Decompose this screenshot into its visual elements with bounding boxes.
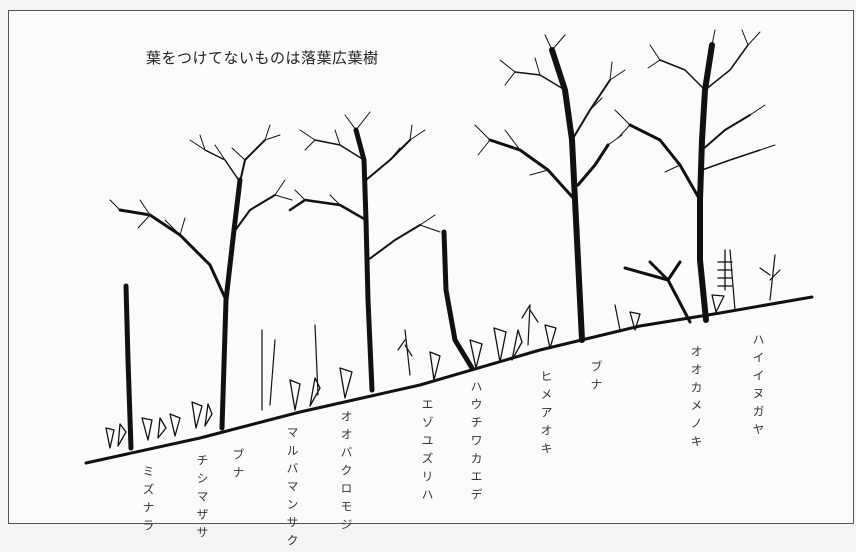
- tree-2: [288, 111, 441, 393]
- label-haiinugaya: ハイイヌガヤ: [751, 333, 765, 441]
- sasa-clumps: [105, 294, 725, 449]
- tree-1: [109, 124, 293, 431]
- diagram-title: 葉をつけてないものは落葉広葉樹: [146, 49, 379, 67]
- label-chishimazasa: チシマザサ: [195, 454, 209, 544]
- ezoyuzuriha-trunk: [441, 229, 475, 371]
- forest-slope-drawing: [84, 29, 814, 465]
- label-buna-2: ブナ: [589, 360, 603, 396]
- label-hauchiwakaede: ハウチワカエデ: [469, 380, 483, 506]
- label-oobakuromoji: オオバクロモジ: [339, 410, 353, 536]
- haiinugaya-comb: [717, 249, 733, 291]
- label-ezoyuzuriha: エゾユズリハ: [420, 398, 434, 506]
- tree-4: [614, 29, 776, 323]
- ground-slope-line: [84, 295, 814, 465]
- label-ookamenoki: オオカメノキ: [689, 345, 703, 453]
- label-buna-1: ブナ: [231, 448, 245, 484]
- ookamenoki-shrub: [623, 260, 692, 324]
- label-himeaoki: ヒメアオキ: [539, 370, 553, 460]
- label-mizunara: ミズナラ: [141, 465, 155, 537]
- illustration-frame: [8, 10, 854, 524]
- tree-3-buna: [474, 34, 626, 343]
- mizunara-trunk: [123, 283, 134, 451]
- understory-plants: [261, 249, 781, 411]
- label-marubamansaku: マルバマンサク: [285, 426, 299, 552]
